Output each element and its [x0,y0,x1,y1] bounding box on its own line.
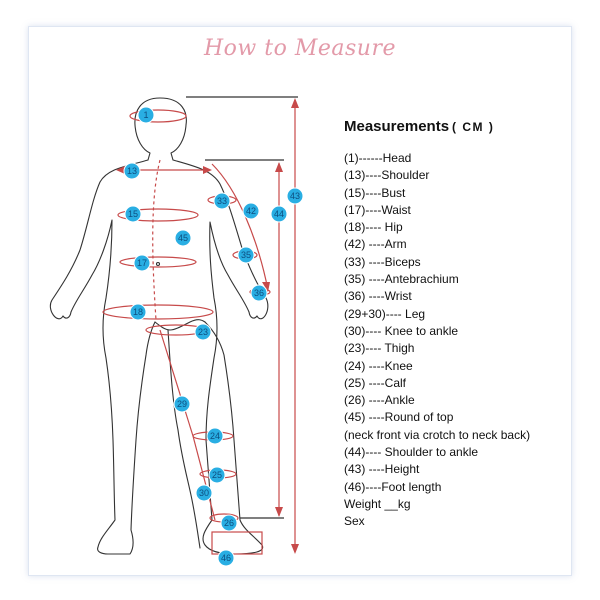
badge-44: 44 [270,205,288,223]
head-circumference-line [129,109,187,123]
svg-text:25: 25 [212,470,222,480]
svg-text:46: 46 [221,553,231,563]
list-item: (1)------Head [344,151,412,165]
badge-26: 26 [220,514,238,532]
arm-length-line [211,163,269,291]
list-item: (43) ----Height [344,462,420,477]
badge-36: 36 [250,284,268,302]
list-item: (18)---- Hip [344,220,403,235]
arm-arrow-bottom [262,282,270,292]
list-item: (25) ----Calf [344,375,406,390]
badge-13: 13 [123,162,141,180]
badge-17: 17 [133,254,151,272]
body-outline [49,97,269,555]
badge-18: 18 [129,303,147,321]
list-item: (45) ----Round of top [344,410,454,425]
svg-text:24: 24 [210,431,220,441]
svg-text:43: 43 [290,191,300,201]
arrow-heads [116,98,299,554]
badge-29: 29 [173,395,191,413]
list-item: (30)---- Knee to ankle [344,323,459,338]
leg-upper-line [159,329,194,437]
badge-33: 33 [213,192,231,210]
badge-42: 42 [242,202,260,220]
left-body-line [49,159,156,555]
page-title: How to Measure [204,36,396,61]
round-of-top-line [152,159,161,321]
svg-text:15: 15 [128,209,138,219]
head-left-line [134,97,161,161]
svg-text:42: 42 [246,206,256,216]
height-arrow-top [291,98,299,108]
svg-text:44: 44 [274,209,284,219]
bust-line [117,208,199,222]
svg-text:1: 1 [143,110,148,120]
measurements-heading-text: Measurements [344,118,450,135]
svg-text:23: 23 [198,327,208,337]
list-item: (13)----Shoulder [344,168,430,183]
list-item: (23)---- Thigh [344,341,415,356]
badge-35: 35 [237,246,255,264]
hip-line [102,304,214,320]
leg-lower-line [192,435,216,521]
measurements-unit: ( CM ) [452,120,495,134]
measurements-heading: Measurements( CM ) [344,118,494,135]
svg-text:29: 29 [177,399,187,409]
crotch-line [154,319,206,331]
badge-15: 15 [124,205,142,223]
list-item: (35) ----Antebrachium [344,272,459,287]
svg-text:26: 26 [224,518,234,528]
svg-text:18: 18 [133,307,143,317]
list-item: (46)----Foot length [344,479,442,494]
svg-text:30: 30 [199,488,209,498]
list-item: Weight __kg [344,496,411,511]
svg-text:36: 36 [254,288,264,298]
height-arrow-bottom [291,544,299,554]
head-right-line [159,97,187,161]
foot-length-box [211,531,263,555]
svg-text:17: 17 [137,258,147,268]
svg-text:35: 35 [241,250,251,260]
list-item: (26) ----Ankle [344,393,415,408]
svg-text:45: 45 [178,233,188,243]
badges: 1 13 15 17 18 42 33 35 36 23 29 24 25 30… [123,106,304,567]
badge-25: 25 [208,466,226,484]
list-item: (15)----Bust [344,185,406,200]
list-item: (42) ----Arm [344,237,407,252]
list-item: (17)----Waist [344,202,411,217]
svg-text:33: 33 [217,196,227,206]
badge-46: 46 [217,549,235,567]
badge-23: 23 [194,323,212,341]
waist-line [119,256,197,268]
s2a-arrow-top [275,162,283,172]
list-item: Sex [344,514,365,529]
badge-1: 1 [137,106,155,124]
right-body-line [172,159,269,555]
inner-leg-line [167,329,201,549]
list-item: (29+30)---- Leg [344,306,426,321]
measurements-list: (1)------Head (13)----Shoulder (15)----B… [344,150,530,531]
badge-30: 30 [195,484,213,502]
list-item: (24) ----Knee [344,358,413,373]
list-item: (33) ----Biceps [344,254,421,269]
list-item: (36) ----Wrist [344,289,412,304]
shoulder-arrow-right [203,166,212,174]
list-item: (44)---- Shoulder to ankle [344,445,479,460]
navel-mark [155,261,161,267]
badge-45: 45 [174,229,192,247]
badge-43: 43 [286,187,304,205]
list-item: (neck front via crotch to neck back) [344,427,531,442]
badge-24: 24 [206,427,224,445]
chart-card [28,26,572,576]
svg-text:13: 13 [127,166,137,176]
shoulder-arrow-left [116,166,125,174]
s2a-arrow-bottom [275,507,283,517]
